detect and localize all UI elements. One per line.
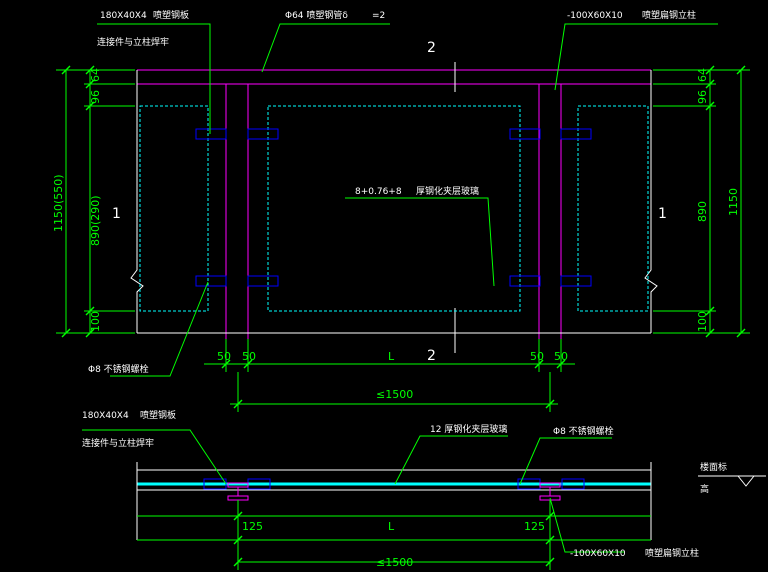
label-glass-cn: 厚钢化夹层玻璃	[416, 185, 479, 197]
label-tube-eq: =2	[372, 11, 385, 21]
glass-panel-left	[139, 105, 209, 312]
label-flat-steel-top: -100X60X10	[567, 11, 623, 21]
dimension-ticks	[61, 65, 746, 409]
dim-right-890: 890	[696, 201, 709, 222]
dim-right-64: 64	[696, 68, 709, 82]
dim-left-100: 100	[89, 311, 102, 332]
label-flat-steel-bot: -100X60X10	[570, 549, 626, 559]
label-plate-bot-cn: 喷塑钢板	[140, 409, 176, 421]
dim-b125b: 125	[524, 520, 545, 533]
elevation-leaders	[97, 23, 718, 377]
label-bolt-left: Φ8 不锈钢螺栓	[88, 363, 149, 375]
dim-right-1150: 1150	[727, 188, 740, 216]
dim-b1500: ≤1500	[376, 556, 413, 569]
label-floor-level-1: 楼面标	[700, 461, 727, 473]
label-connector-top: 连接件与立柱焊牢	[97, 36, 169, 48]
break-left	[130, 70, 144, 333]
plan-view	[82, 429, 766, 570]
dim-left-96: 96	[89, 90, 102, 104]
dim-left-64: 64	[89, 68, 102, 82]
dim-50b: 50	[242, 350, 256, 363]
dim-50d: 50	[554, 350, 568, 363]
dim-right-96: 96	[696, 90, 709, 104]
plan-dimensions	[137, 500, 651, 570]
elevation-dimensions	[56, 69, 750, 412]
section-1-right: 1	[658, 206, 667, 222]
break-right	[644, 70, 658, 333]
label-connector-bot: 连接件与立柱焊牢	[82, 437, 154, 449]
glass-panel-center	[267, 105, 521, 312]
label-plate-top: 180X40X4	[100, 11, 147, 21]
elevation-view	[97, 23, 718, 377]
label-flat-steel-bot-cn: 喷塑扁钢立柱	[645, 547, 699, 559]
dim-b125a: 125	[242, 520, 263, 533]
glass-panel-right	[577, 105, 649, 312]
label-floor-level-2: 高	[700, 483, 709, 495]
dim-bL: L	[388, 520, 395, 533]
clamp-plates	[195, 128, 592, 287]
label-plate-top-cn: 喷塑钢板	[153, 9, 189, 21]
dim-left-890: 890(290)	[89, 195, 102, 246]
dim-1500: ≤1500	[376, 388, 413, 401]
label-glass-bot: 12 厚钢化夹层玻璃	[430, 423, 507, 435]
dim-50c: 50	[530, 350, 544, 363]
dim-right-100: 100	[696, 311, 709, 332]
dim-left-1150: 1150(550)	[52, 174, 65, 232]
plan-posts	[227, 482, 561, 501]
section-1-left: 1	[112, 206, 121, 222]
dim-L: L	[388, 350, 395, 363]
section-2-top: 2	[427, 40, 436, 56]
section-2-bottom: 2	[427, 348, 436, 364]
label-plate-bot: 180X40X4	[82, 411, 129, 421]
plan-leaders	[82, 429, 624, 553]
label-tube-top: Φ64 喷塑钢管δ	[285, 9, 348, 21]
label-glass-spec: 8+0.76+8	[355, 187, 402, 197]
dim-50a: 50	[217, 350, 231, 363]
label-flat-steel-top-cn: 喷塑扁钢立柱	[642, 9, 696, 21]
label-bolt-bot: Φ8 不锈钢螺栓	[553, 425, 614, 437]
